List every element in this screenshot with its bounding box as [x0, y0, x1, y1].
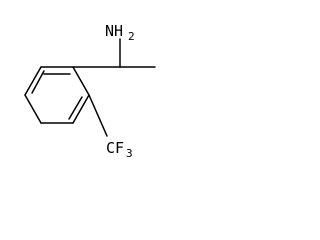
- ring-bond-2: [72, 66, 90, 96]
- ring-double-bond-3: [31, 70, 45, 94]
- ring-to-trifluoromethyl-bond: [88, 94, 108, 137]
- trifluoromethyl-subscript: 3: [126, 147, 133, 160]
- ring-double-bond-2: [68, 96, 83, 120]
- trifluoromethyl-label: CF: [106, 139, 124, 157]
- ring-bond-3: [72, 94, 90, 124]
- molecule-svg: NH 2 CF 3: [24, 22, 156, 160]
- amine-label: NH: [105, 22, 123, 40]
- amine-subscript: 2: [128, 30, 135, 43]
- ring-bond-5: [24, 94, 42, 124]
- structure-diagram: NH 2 CF 3: [0, 0, 199, 173]
- ring-bond-6: [24, 66, 42, 96]
